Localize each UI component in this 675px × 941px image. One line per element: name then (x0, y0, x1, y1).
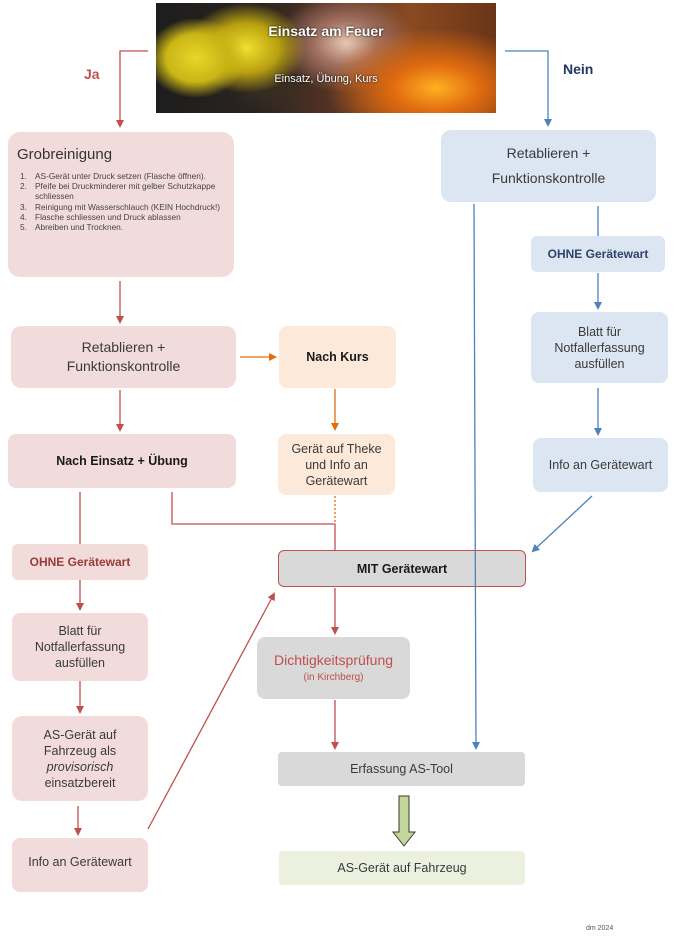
grobreinigung-step: 2. Pfeife bei Druckminderer mit gelber Sc… (20, 181, 230, 201)
blatt-right-line3: ausfüllen (574, 356, 625, 371)
retablieren-right-line1: Retablieren + (506, 145, 591, 161)
blatt-left-line2: Notfallerfassung (34, 640, 126, 654)
blatt-left-line1: Blatt für (58, 624, 102, 638)
retablieren-right-line2: Funktionskontrolle (491, 170, 606, 186)
connector-yes (116, 50, 148, 128)
step-number: 2. (20, 181, 27, 192)
step-text: Abreiben und Trocknen. (35, 222, 124, 233)
theke-line1: Gerät auf Theke (291, 441, 382, 456)
fahrzeug-label: AS-Gerät auf Fahrzeug (337, 861, 467, 875)
ohne-geraetewart-right-label: OHNE Gerätewart (547, 247, 649, 261)
connector-info-right-to-mit (531, 495, 593, 553)
nach-einsatz-label: Nach Einsatz + Übung (56, 454, 188, 468)
as-geraet-line2: Fahrzeug als (43, 743, 117, 758)
grobreinigung-title: Grobreinigung (17, 146, 113, 163)
step-text: Reinigung mit Wasserschlauch (KEIN Hochd… (35, 201, 221, 212)
retablieren-right-box: Retablieren + Funktionskontrolle (441, 130, 656, 202)
connector-nach-einsatz-to-mit (171, 492, 336, 550)
info-left-box: Info an Gerätewart (12, 838, 148, 892)
info-right-box: Info an Gerätewart (533, 438, 668, 492)
ohne-geraetewart-right-box: OHNE Gerätewart (531, 236, 665, 272)
step-number: 5. (20, 222, 27, 233)
ohne-geraetewart-left-label: OHNE Gerätewart (29, 555, 131, 569)
step-text: AS-Gerät unter Druck setzen (Flasche öff… (35, 171, 206, 181)
blatt-right-line1: Blatt für (577, 324, 622, 339)
dichtigkeit-subtitle: (in Kirchberg) (303, 672, 364, 683)
grobreinigung-step: 1. AS-Gerät unter Druck setzen (Flasche ö… (20, 171, 230, 181)
step-number: 1. (20, 171, 27, 181)
grobreinigung-box: Grobreinigung 1. AS-Gerät unter Druck set… (8, 132, 234, 277)
step-text: Pfeife bei Druckminderer mit gelber Schu… (35, 181, 216, 202)
blatt-left-line3: ausfüllen (54, 656, 106, 670)
blatt-right-box: Blatt für Notfallerfassung ausfüllen (531, 312, 668, 383)
branch-label-yes: Ja (84, 66, 100, 82)
blatt-right-line2: Notfallerfassung (554, 340, 645, 355)
connector-retablieren-right-to-erfassung (471, 203, 480, 750)
nach-kurs-box: Nach Kurs (279, 326, 396, 388)
fahrzeug-box: AS-Gerät auf Fahrzeug (279, 851, 525, 885)
mit-geraetewart-box: MIT Gerätewart (278, 550, 526, 587)
grobreinigung-step: 4. Flasche schliessen und Druck ablassen (20, 212, 230, 222)
retablieren-left-line2: Funktionskontrolle (66, 358, 181, 374)
header-title: Einsatz am Feuer (268, 23, 384, 39)
step-number: 3. (20, 201, 27, 212)
grobreinigung-steps: 1. AS-Gerät unter Druck setzen (Flasche ö… (20, 171, 230, 232)
retablieren-left-line1: Retablieren + (81, 339, 166, 355)
blatt-left-box: Blatt für Notfallerfassung ausfüllen (12, 613, 148, 681)
branch-label-no: Nein (563, 61, 594, 77)
erfassung-box: Erfassung AS-Tool (278, 752, 525, 786)
connector-no (505, 50, 552, 127)
grobreinigung-step: 5. Abreiben und Trocknen. (20, 222, 230, 232)
dichtigkeit-title: Dichtigkeitsprüfung (273, 652, 394, 668)
as-geraet-line1: AS-Gerät auf (43, 727, 117, 742)
nach-kurs-label: Nach Kurs (306, 350, 369, 364)
as-geraet-provisorisch: provisorisch (46, 759, 114, 774)
header-subtitle: Einsatz, Übung, Kurs (274, 73, 378, 85)
step-text: Flasche schliessen und Druck ablassen (35, 211, 181, 222)
erfassung-label: Erfassung AS-Tool (350, 762, 453, 776)
ohne-geraetewart-left-box: OHNE Gerätewart (12, 544, 148, 580)
as-geraet-line4: einsatzbereit (44, 775, 116, 790)
retablieren-left-box: Retablieren + Funktionskontrolle (11, 326, 236, 388)
step-number: 4. (20, 211, 27, 222)
theke-box: Gerät auf Theke und Info an Gerätewart (278, 434, 395, 495)
theke-line3: Gerätewart (305, 473, 368, 488)
grobreinigung-step: 3. Reinigung mit Wasserschlauch (KEIN Hoc… (20, 202, 230, 212)
theke-line2: und Info an (305, 457, 368, 472)
info-left-label: Info an Gerätewart (28, 855, 132, 869)
connector-info-left-to-mit (147, 592, 275, 830)
nach-einsatz-box: Nach Einsatz + Übung (8, 434, 236, 488)
info-right-label: Info an Gerätewart (548, 458, 653, 472)
footer-credit: dm 2024 (586, 925, 614, 932)
header-banner-image: Einsatz am Feuer Einsatz, Übung, Kurs (156, 3, 496, 113)
mit-geraetewart-label: MIT Gerätewart (356, 561, 448, 576)
as-geraet-provisorisch-box: AS-Gerät auf Fahrzeug als provisorisch e… (12, 716, 148, 801)
dichtigkeit-box: Dichtigkeitsprüfung (in Kirchberg) (257, 637, 410, 699)
block-arrow-down-icon (391, 795, 417, 847)
